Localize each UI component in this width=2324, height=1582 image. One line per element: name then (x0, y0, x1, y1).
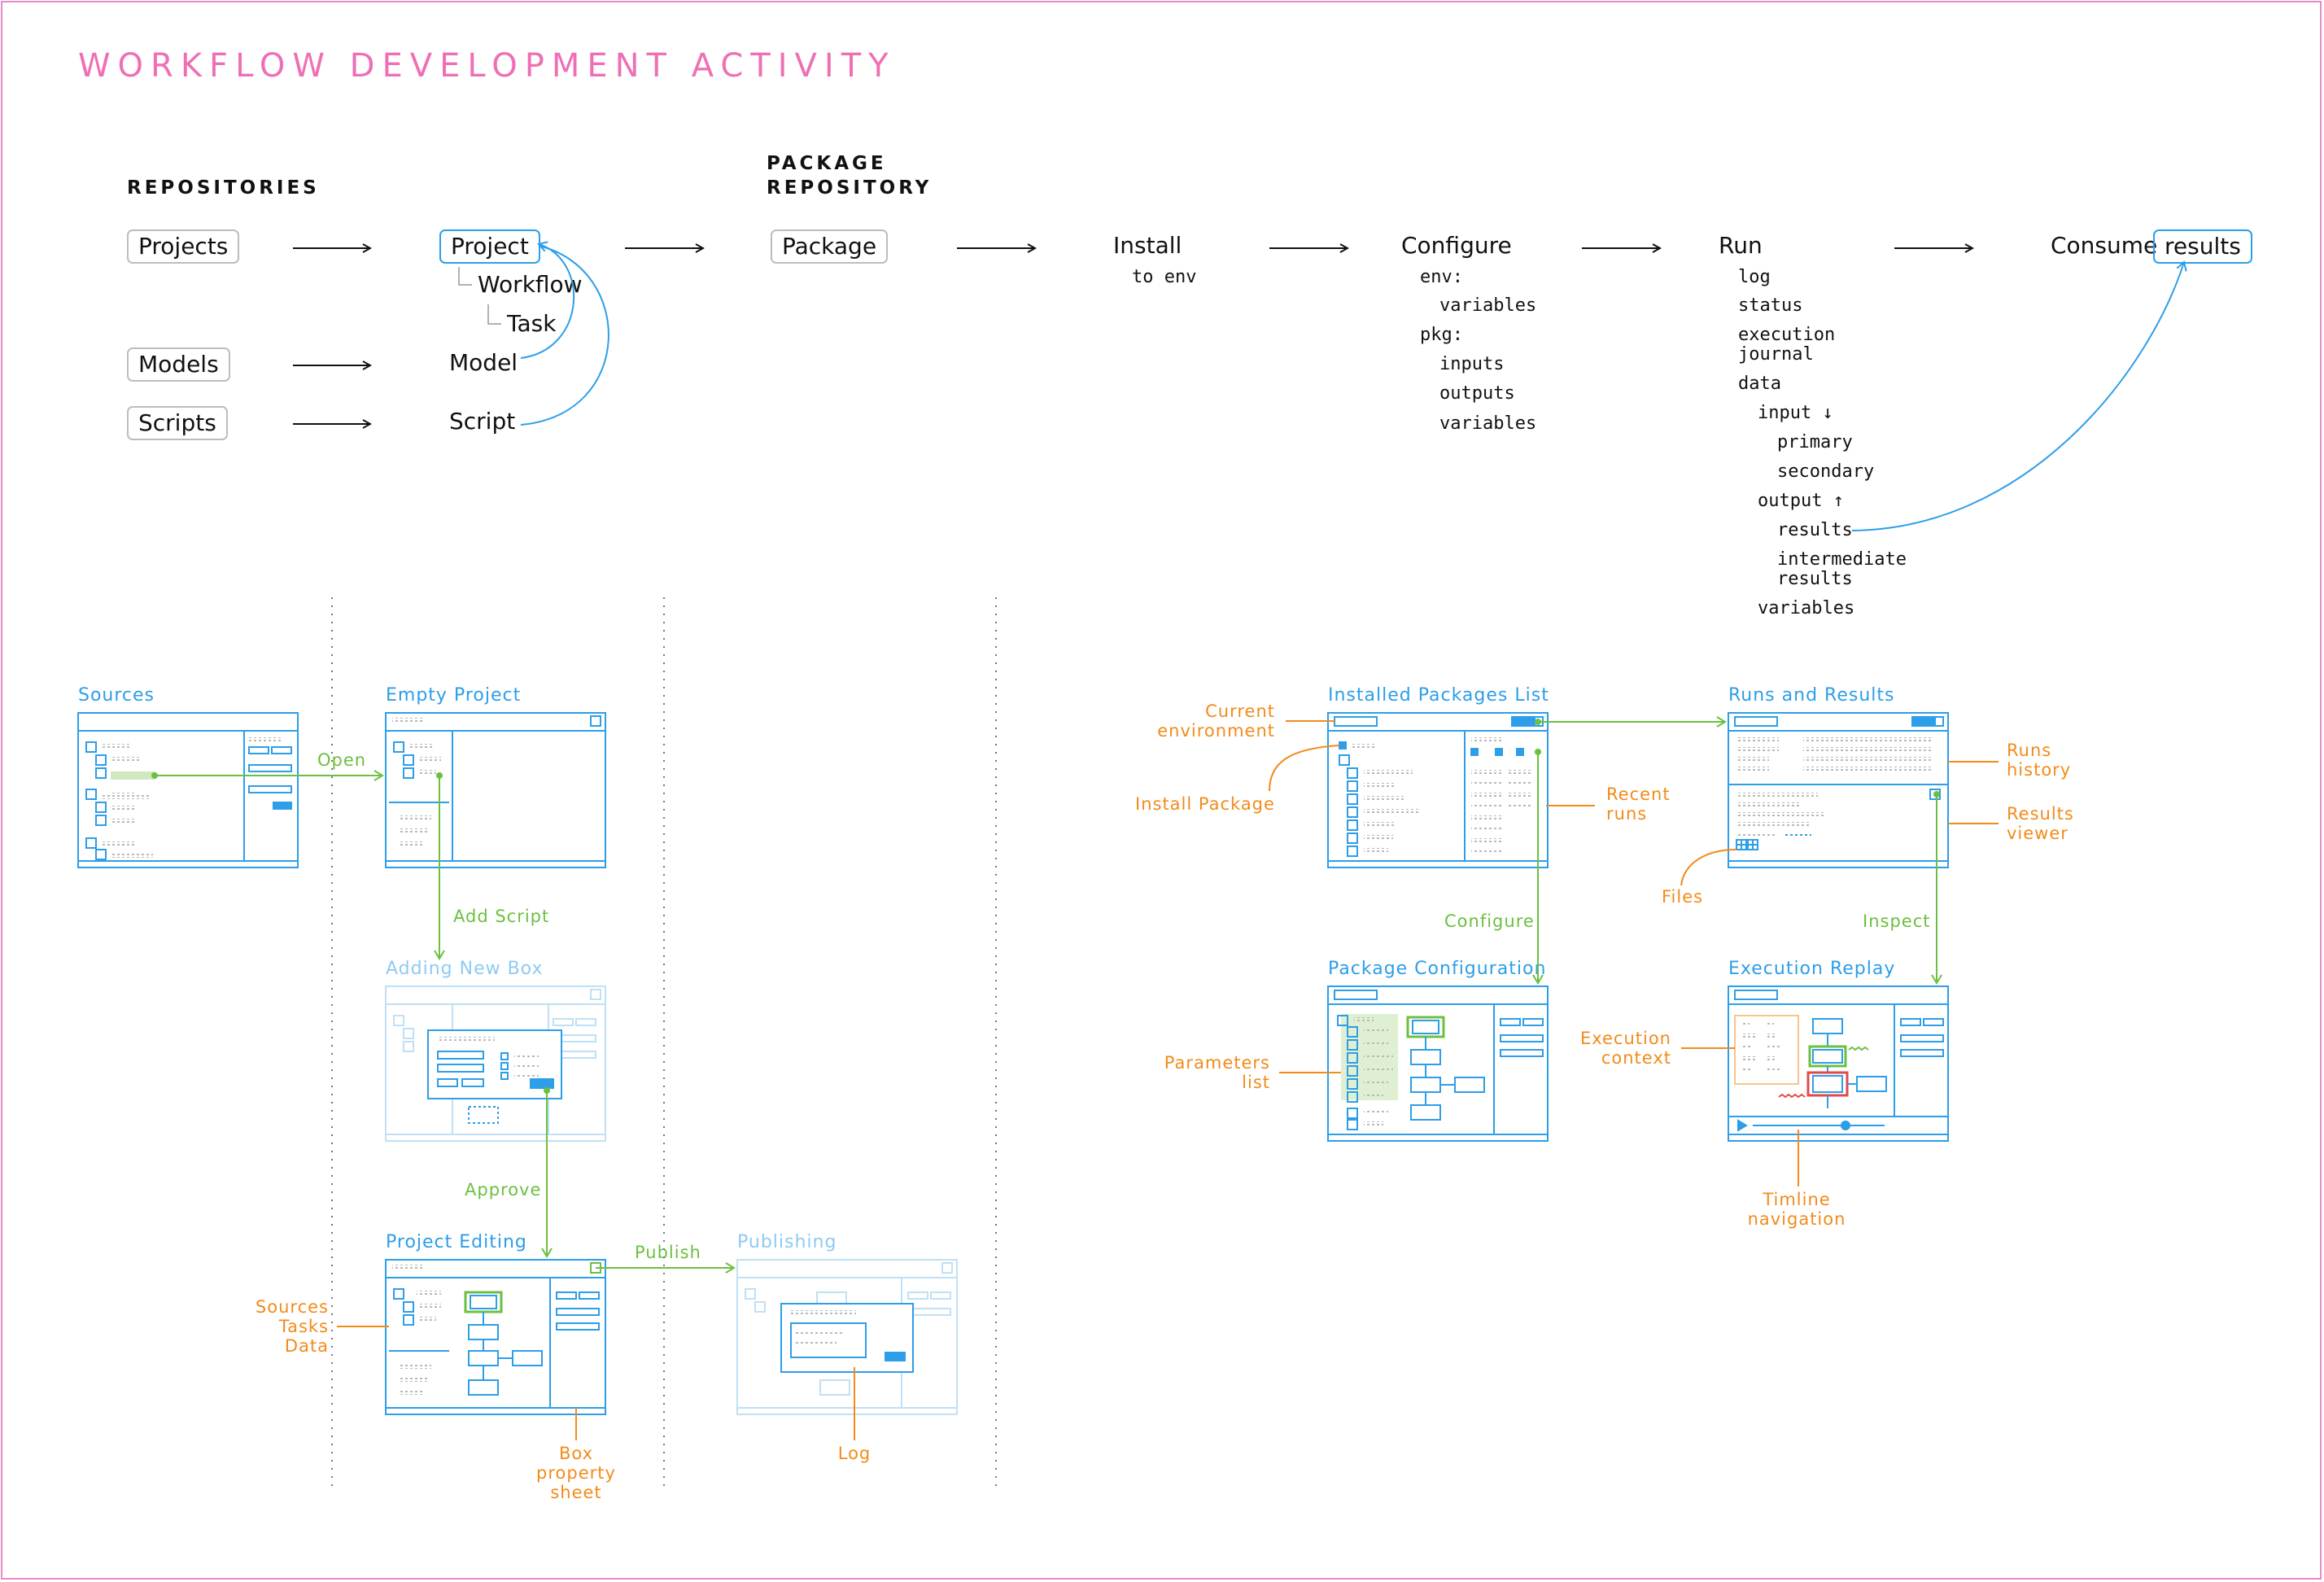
label-timeline-2: navigation (1747, 1209, 1846, 1229)
pipeline-arrows (293, 248, 1972, 424)
label-configure: Configure (1444, 911, 1535, 931)
label-inspect: Inspect (1863, 911, 1931, 931)
run-item: journal (1738, 344, 1814, 365)
label-box-property-2: property (536, 1463, 616, 1483)
configure-node: Configure (1401, 232, 1512, 259)
run-item: data (1738, 374, 1781, 394)
curve-model-project (520, 241, 575, 359)
screen-title-package-configuration: Package Configuration (1328, 959, 1547, 979)
label-publish: Publish (635, 1243, 701, 1262)
model-node: Model (449, 349, 518, 376)
results-node: results (2153, 229, 2252, 264)
run-item: log (1738, 267, 1771, 287)
blue-curves (520, 241, 2187, 531)
label-current-env-2: environment (1157, 721, 1275, 741)
screen-title-runs-results: Runs and Results (1728, 685, 1895, 706)
consume-node: Consume (2051, 232, 2158, 259)
screen-empty-project (385, 712, 606, 868)
repo-projects: Projects (127, 229, 240, 264)
section-package-repository-line1: PACKAGE (767, 153, 887, 174)
page-title: WORKFLOW DEVELOPMENT ACTIVITY (78, 47, 896, 85)
screen-title-adding-new-box: Adding New Box (386, 959, 544, 979)
green-arrows (151, 716, 1942, 1274)
label-sources-2: Tasks (278, 1317, 329, 1336)
label-results-viewer-2: viewer (2007, 824, 2068, 843)
label-recent-runs-1: Recent (1606, 784, 1671, 804)
label-log: Log (837, 1444, 872, 1463)
package-node: Package (771, 229, 889, 264)
install-sub: to env (1132, 267, 1197, 287)
screen-title-sources: Sources (78, 685, 155, 706)
task-node: Task (507, 310, 557, 337)
section-repositories: REPOSITORIES (127, 177, 320, 199)
label-approve: Approve (465, 1180, 542, 1200)
label-open: Open (317, 750, 367, 770)
orange-leaders (337, 720, 1999, 1440)
configure-item: inputs (1439, 354, 1505, 374)
run-item: intermediate (1777, 549, 1907, 570)
curve-script-project (520, 245, 609, 426)
screen-installed-packages (1327, 712, 1549, 868)
run-item: secondary (1777, 461, 1875, 482)
run-item: output ↑ (1758, 491, 1844, 511)
label-box-property-1: Box (558, 1444, 594, 1463)
section-package-repository-line2: REPOSITORY (767, 177, 933, 199)
screen-runs-results (1728, 712, 1949, 868)
screen-sources (77, 712, 299, 868)
label-parameters-1: Parameters (1164, 1053, 1270, 1073)
label-current-env-1: Current (1205, 701, 1275, 721)
repo-scripts: Scripts (127, 406, 228, 440)
label-add-script: Add Script (453, 907, 550, 926)
screen-title-project-editing: Project Editing (386, 1232, 527, 1252)
run-item: variables (1758, 598, 1855, 618)
label-exec-context-1: Execution (1579, 1029, 1671, 1048)
mockups (77, 712, 1949, 1415)
configure-item: pkg: (1420, 325, 1463, 345)
curve-results-consume (1851, 260, 2187, 531)
label-box-property-3: sheet (550, 1483, 602, 1502)
run-item-results: results (1777, 520, 1853, 540)
label-sources-3: Data (284, 1336, 329, 1356)
label-files: Files (1662, 887, 1704, 907)
label-recent-runs-2: runs (1606, 804, 1648, 824)
label-runs-history-1: Runs (2007, 741, 2052, 760)
run-item: execution (1738, 325, 1836, 345)
label-sources-1: Sources (255, 1297, 329, 1317)
screen-title-installed-packages: Installed Packages List (1328, 685, 1549, 706)
label-timeline-1: Timline (1763, 1190, 1831, 1209)
workflow-node: Workflow (478, 271, 583, 298)
run-item: primary (1777, 432, 1853, 452)
configure-item: variables (1439, 295, 1537, 316)
separators (331, 597, 997, 1486)
screen-title-publishing: Publishing (737, 1232, 837, 1252)
label-install-package: Install Package (1135, 794, 1275, 814)
tree-connectors (458, 267, 501, 325)
run-node: Run (1719, 232, 1763, 259)
configure-item: env: (1420, 267, 1463, 287)
repo-models: Models (127, 347, 230, 382)
screen-title-execution-replay: Execution Replay (1728, 959, 1896, 979)
configure-item: outputs (1439, 383, 1515, 404)
install-node: Install (1113, 232, 1182, 259)
script-node: Script (449, 408, 516, 435)
label-runs-history-2: history (2007, 760, 2072, 780)
screen-execution-replay (1728, 985, 1949, 1142)
screen-title-empty-project: Empty Project (386, 685, 522, 706)
configure-item: variables (1439, 413, 1537, 434)
label-results-viewer-1: Results (2007, 804, 2074, 824)
label-exec-context-2: context (1601, 1048, 1671, 1068)
run-item: status (1738, 295, 1803, 316)
project-node: Project (439, 229, 540, 264)
label-parameters-2: list (1242, 1073, 1270, 1092)
run-item: results (1777, 569, 1853, 589)
screen-project-editing (385, 1259, 606, 1415)
run-item: input ↓ (1758, 403, 1833, 423)
screen-package-configuration (1327, 985, 1549, 1142)
